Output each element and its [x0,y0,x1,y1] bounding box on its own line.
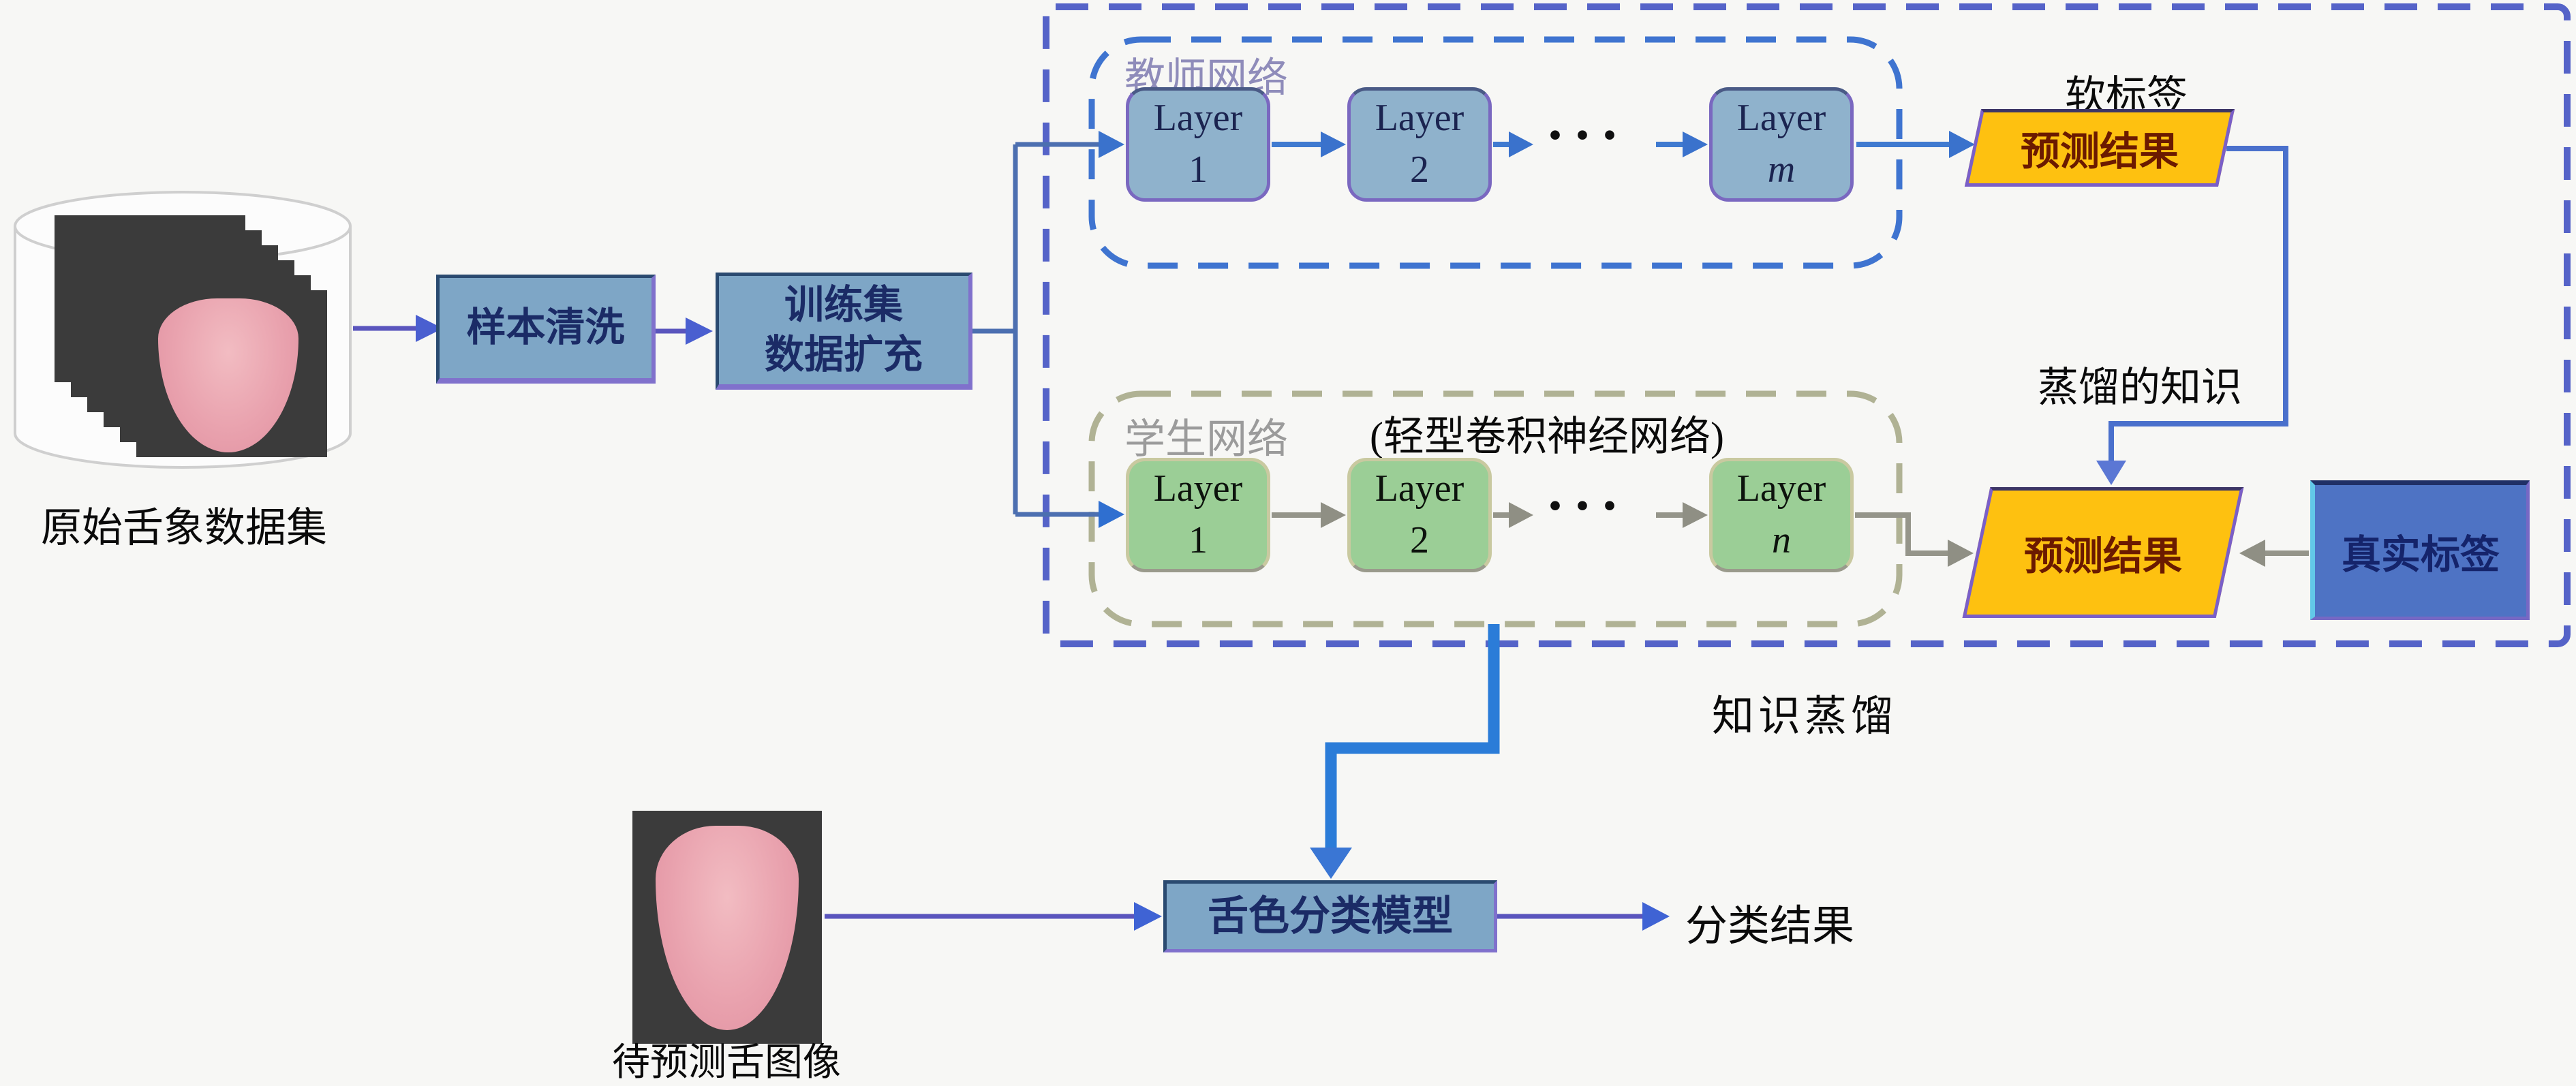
student-ellipsis: ··· [1546,474,1628,538]
student-network-dashed-box [1088,390,1903,627]
classifier-box: 舌色分类模型 [1163,880,1497,952]
augmentation-line2: 数据扩充 [764,332,923,377]
teacher-layer-2-num: 2 [1410,149,1429,191]
sample-cleaning-label: 样本清洗 [466,305,625,350]
teacher-layer-2: Layer 2 [1347,87,1492,202]
true-label-text: 真实标签 [2341,532,2500,577]
teacher-prediction-label: 预测结果 [2020,129,2179,174]
knowledge-distillation-caption: 知识蒸馏 [1712,694,1898,740]
classification-result-label: 分类结果 [1685,903,1855,950]
student-layer-n-num: n [1772,519,1791,561]
distilled-knowledge-label: 蒸馏的知识 [2038,365,2242,410]
dataset-label: 原始舌象数据集 [41,506,327,550]
student-prediction-parallelogram: 预测结果 [1962,487,2244,618]
teacher-layer-m: Layer m [1709,87,1854,202]
student-network-title: 学生网络 [1124,417,1288,462]
teacher-layer-m-word: Layer [1736,97,1826,140]
augmentation-box: 训练集 数据扩充 [716,273,972,390]
true-label-box: 真实标签 [2310,480,2530,620]
knowledge-distillation-dashed-box [1043,3,2571,647]
test-image-caption: 待预测舌图像 [612,1042,841,1084]
teacher-layer-1-num: 1 [1189,149,1208,191]
student-layer-2: Layer 2 [1347,458,1492,572]
teacher-layer-1-word: Layer [1153,97,1243,140]
augmentation-line1: 训练集 [784,283,903,327]
teacher-layer-m-num: m [1767,149,1796,191]
teacher-network-dashed-box [1088,36,1903,269]
sample-cleaning-box: 样本清洗 [436,275,656,384]
student-network-subtitle: (轻型卷积神经网络) [1370,414,1724,459]
student-layer-n: Layer n [1709,458,1854,572]
teacher-layer-2-word: Layer [1375,97,1465,140]
classifier-label: 舌色分类模型 [1208,893,1453,939]
student-layer-2-num: 2 [1410,519,1429,561]
teacher-ellipsis: ··· [1546,104,1628,167]
student-layer-n-word: Layer [1736,467,1826,510]
student-prediction-label: 预测结果 [2023,534,2182,578]
student-layer-1: Layer 1 [1126,458,1270,572]
augmentation-label: 训练集 数据扩充 [765,281,923,379]
student-layer-1-num: 1 [1189,519,1208,561]
student-layer-2-word: Layer [1375,467,1465,510]
student-layer-1-word: Layer [1153,467,1243,510]
teacher-prediction-parallelogram: 预测结果 [1964,109,2235,187]
teacher-layer-1: Layer 1 [1126,87,1270,202]
